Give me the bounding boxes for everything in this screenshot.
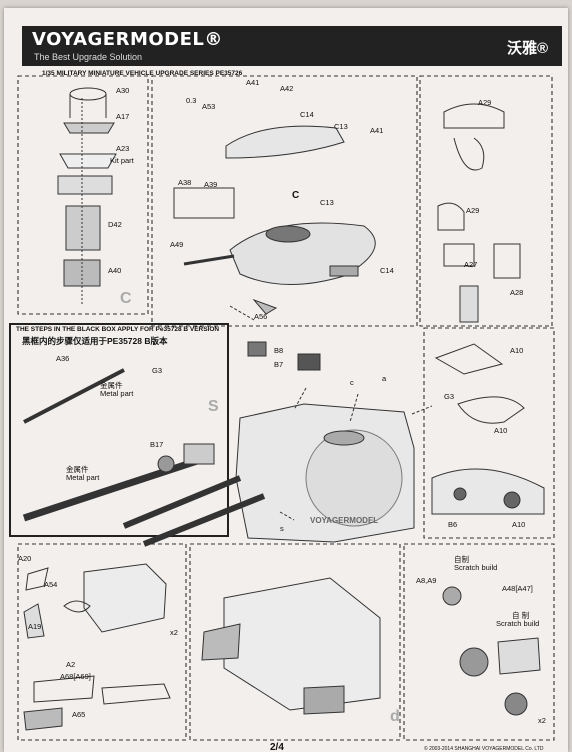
brand-logo: VOYAGERMODEL® (32, 29, 223, 50)
step-letter-c: C (120, 290, 132, 307)
metal-part-en-2: Metal part (66, 473, 100, 482)
label-a53: A53 (202, 102, 216, 111)
label-a28: A28 (510, 288, 524, 297)
step-letter-d: d (390, 708, 400, 725)
label-a17: A17 (116, 112, 130, 121)
label-c14-top: C14 (300, 110, 314, 119)
black-box-note-cn: 黑框内的步骤仅适用于PE35728 B版本 (22, 336, 168, 346)
label-c13-mid: C13 (320, 198, 334, 207)
scratch-en-2: Scratch build (496, 619, 540, 628)
panel-bottom-right (403, 543, 555, 741)
label-a56: A56 (254, 312, 268, 321)
label-a42: A42 (280, 84, 294, 93)
label-b17: B17 (150, 440, 164, 449)
label-c13-top: C13 (334, 122, 348, 131)
instruction-sheet: VOYAGERMODEL® The Best Upgrade Solution … (4, 8, 568, 752)
label-x2-right: x2 (538, 716, 546, 725)
label-a41-right: A41 (370, 126, 384, 135)
label-d42: D42 (108, 220, 122, 229)
label-a29-mid: A29 (466, 206, 480, 215)
label-0-3: 0.3 (186, 96, 197, 105)
label-a68-a69: A68[A69] (60, 672, 91, 681)
panel-top-middle (151, 75, 418, 327)
header-bar: VOYAGERMODEL® The Best Upgrade Solution … (22, 26, 562, 66)
scratch-cn-1: 自制 (454, 555, 469, 564)
label-a54: A54 (44, 580, 58, 589)
label-a39: A39 (204, 180, 218, 189)
panel-top-left (17, 75, 149, 315)
label-a19: A19 (28, 622, 42, 631)
label-a10-mid: A10 (494, 426, 508, 435)
label-b6: B6 (448, 520, 458, 529)
label-a41-top: A41 (246, 78, 260, 87)
label-c14-mid: C14 (380, 266, 394, 275)
label-c-small: c (350, 378, 354, 387)
label-a-small: a (382, 374, 387, 383)
panel-top-right (419, 75, 553, 327)
diagram-linework (9, 75, 555, 741)
label-a38: A38 (178, 178, 192, 187)
scratch-en-1: Scratch build (454, 563, 498, 572)
label-s-small: s (280, 524, 284, 533)
label-a2: A2 (66, 660, 76, 669)
panel-bottom-left (17, 543, 187, 741)
label-a48-a47: A48[A47] (502, 584, 533, 593)
label-a36: A36 (56, 354, 70, 363)
label-a10-top: A10 (510, 346, 524, 355)
brand-tagline: The Best Upgrade Solution (34, 52, 143, 62)
label-a65: A65 (72, 710, 86, 719)
label-g3-box: G3 (152, 366, 163, 375)
metal-part-en-1: Metal part (100, 389, 134, 398)
brand-chinese: 沃雅® (506, 40, 548, 57)
label-a49: A49 (170, 240, 184, 249)
label-a10-bottom: A10 (512, 520, 526, 529)
panel-right-mid (423, 327, 555, 539)
label-a30: A30 (116, 86, 130, 95)
black-box (9, 323, 229, 537)
label-a23: A23 (116, 144, 130, 153)
label-kit-part: Kit part (110, 156, 134, 165)
label-a8-a9: A8,A9 (416, 576, 437, 585)
label-x2-left: x2 (170, 628, 178, 637)
page-number: 2/4 (270, 742, 284, 752)
label-a29-top: A29 (478, 98, 492, 107)
step-letter-s: S (208, 398, 219, 415)
metal-part-cn-2: 金属件 (66, 465, 89, 474)
metal-part-cn-1: 金属件 (100, 381, 123, 390)
scratch-cn-2: 自 制 (512, 611, 530, 620)
series-title: 1/35 MILITARY MINIATURE VEHICLE UPGRADE … (42, 70, 243, 77)
label-b7: B7 (274, 360, 284, 369)
watermark-text: VOYAGERMODEL (310, 516, 379, 525)
label-c-circle: C (292, 190, 300, 201)
label-g3-right: G3 (444, 392, 455, 401)
label-a40: A40 (108, 266, 122, 275)
label-a20: A20 (18, 554, 32, 563)
label-b8: B8 (274, 346, 284, 355)
panel-bottom-middle (189, 543, 401, 741)
label-a27: A27 (464, 260, 478, 269)
copyright: © 2003-2014 SHANGHAI VOYAGERMODEL Co. LT… (424, 746, 544, 752)
black-box-note: THE STEPS IN THE BLACK BOX APPLY FOR Pe3… (16, 326, 220, 333)
